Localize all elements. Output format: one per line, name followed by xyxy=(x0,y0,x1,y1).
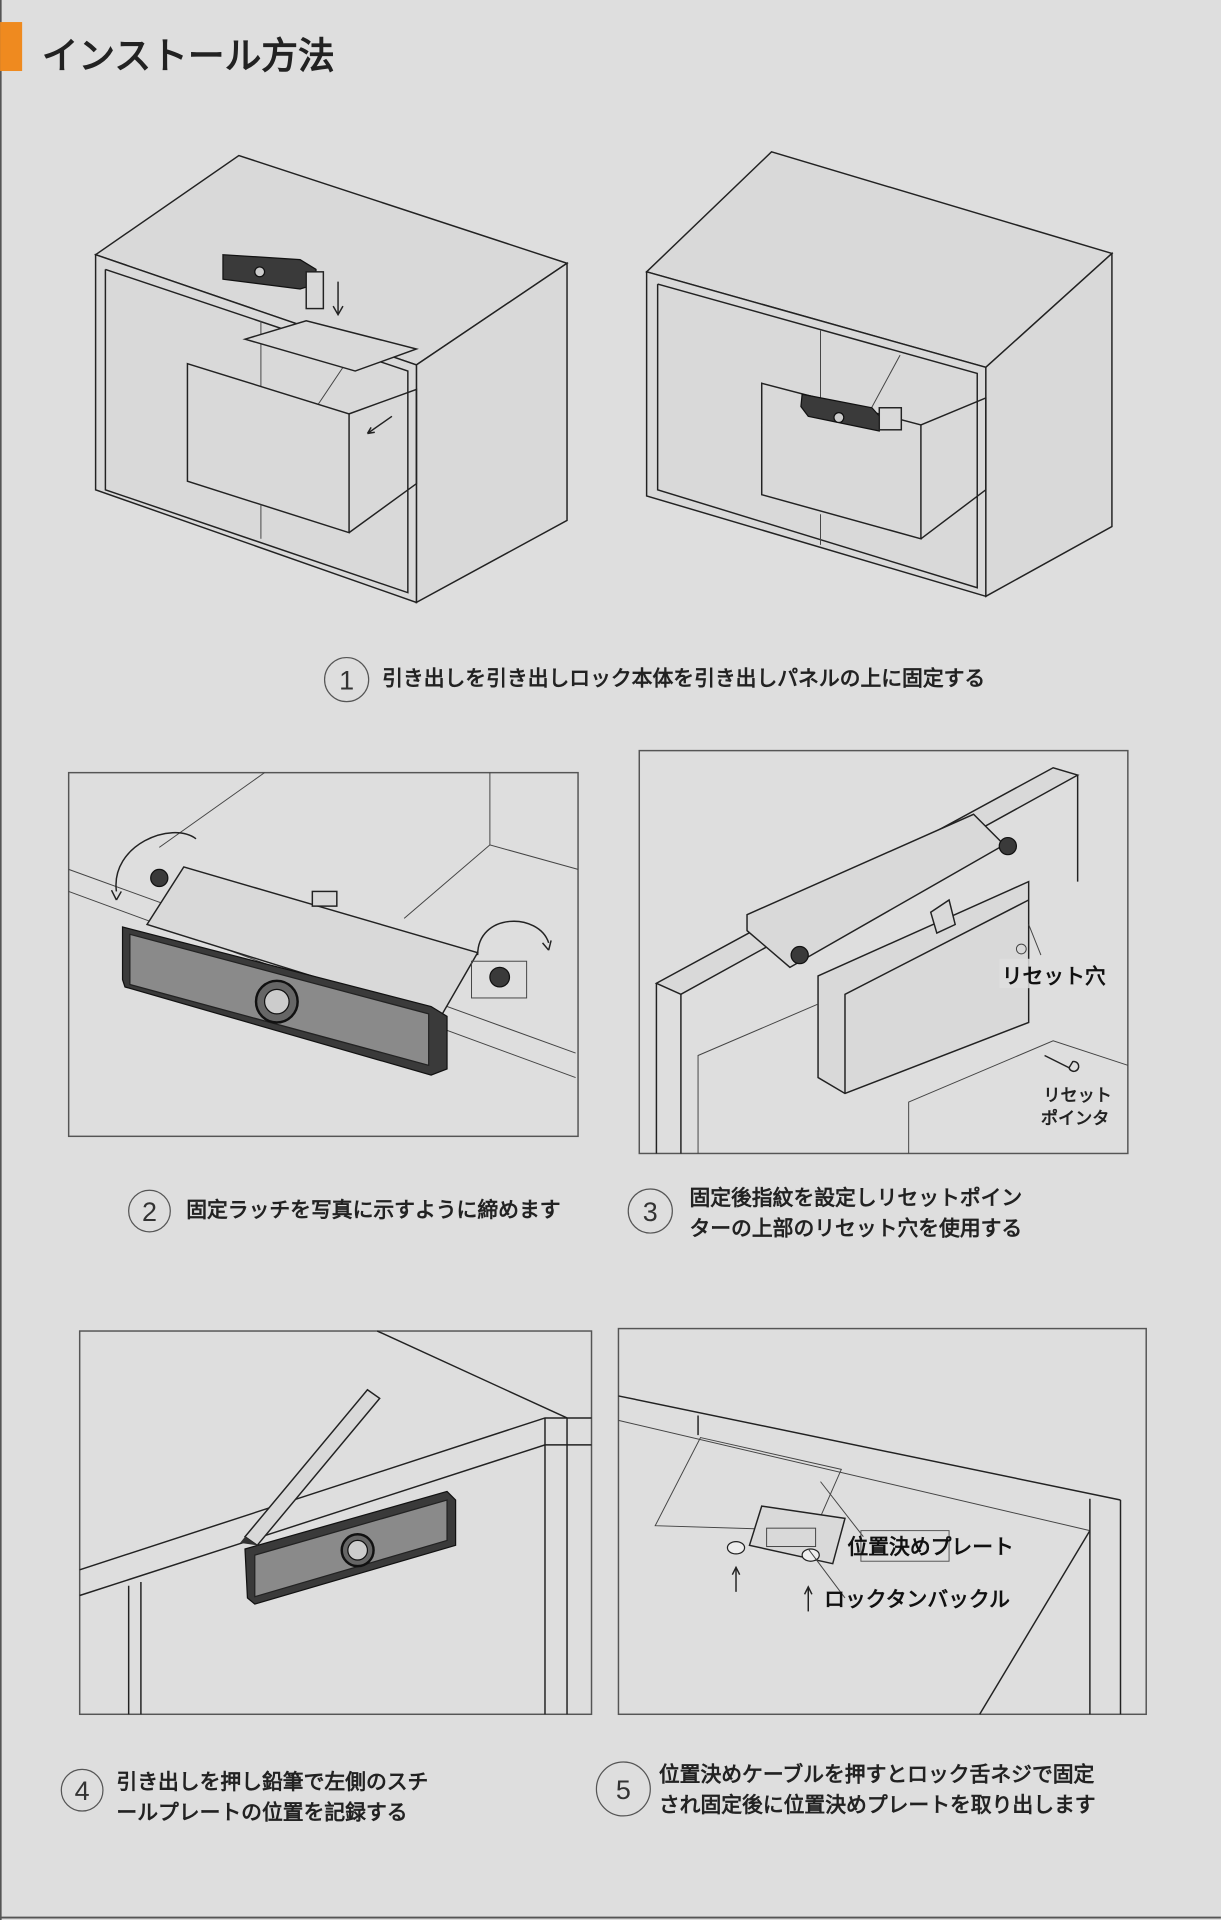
label-reset-pointer-line1: リセット xyxy=(1043,1086,1112,1106)
label-reset-hole: リセット穴 xyxy=(1002,963,1106,988)
lock-body xyxy=(800,393,903,432)
label-lock-buckle: ロックタンバックル xyxy=(824,1587,1010,1612)
step-text-line1: 固定後指紋を設定しリセットポイン xyxy=(689,1185,1022,1210)
label-positioning-plate: 位置決めプレート xyxy=(847,1534,1013,1559)
step-1: 1 引き出しを引き出しロック本体を引き出しパネルの上に固定する xyxy=(323,656,985,703)
step-text: 引き出しを引き出しロック本体を引き出しパネルの上に固定する xyxy=(382,666,985,691)
step-number: 4 xyxy=(75,1776,90,1806)
step-text-line1: 位置決めケーブルを押すとロック舌ネジで固定 xyxy=(659,1762,1095,1787)
step-2: 2 固定ラッチを写真に示すように締めます xyxy=(128,1189,561,1233)
page-title: インストール方法 xyxy=(42,35,335,78)
step-5: 5 位置決めケーブルを押すとロック舌ネジで固定 され固定後に位置決めプレートを取… xyxy=(595,1761,1096,1817)
step-text-line1: 引き出しを押し鉛筆で左側のスチ xyxy=(116,1769,428,1794)
step-text-line2: され固定後に位置決めプレートを取り出します xyxy=(659,1792,1096,1817)
illustration-mark-plate xyxy=(78,1330,593,1716)
step-3: 3 固定後指紋を設定しリセットポイン ターの上部のリセット穴を使用する xyxy=(627,1185,1022,1241)
illustration-cabinet-lock-installed xyxy=(645,151,1114,598)
accent-bar xyxy=(0,22,23,72)
illustration-positioning-plate: 位置決めプレート ロックタンバックル xyxy=(617,1327,1147,1716)
illustration-cabinet-lock-above xyxy=(93,154,569,604)
lock-body xyxy=(222,254,325,310)
step-4: 4 引き出しを押し鉛筆で左側のスチ ールプレートの位置を記録する xyxy=(60,1768,428,1825)
step-number: 5 xyxy=(616,1775,631,1805)
illustration-tighten-latch xyxy=(67,771,579,1138)
step-number: 1 xyxy=(339,665,354,695)
step-text-line2: ールプレートの位置を記録する xyxy=(116,1800,407,1825)
step-text-line2: ターの上部のリセット穴を使用する xyxy=(689,1216,1022,1241)
step-number: 2 xyxy=(142,1197,157,1227)
step-text: 固定ラッチを写真に示すように締めます xyxy=(186,1197,560,1222)
illustration-reset-hole: リセット穴 リセット ポインタ xyxy=(638,749,1129,1155)
label-reset-pointer-line2: ポインタ xyxy=(1041,1108,1110,1129)
step-number: 3 xyxy=(643,1197,658,1227)
